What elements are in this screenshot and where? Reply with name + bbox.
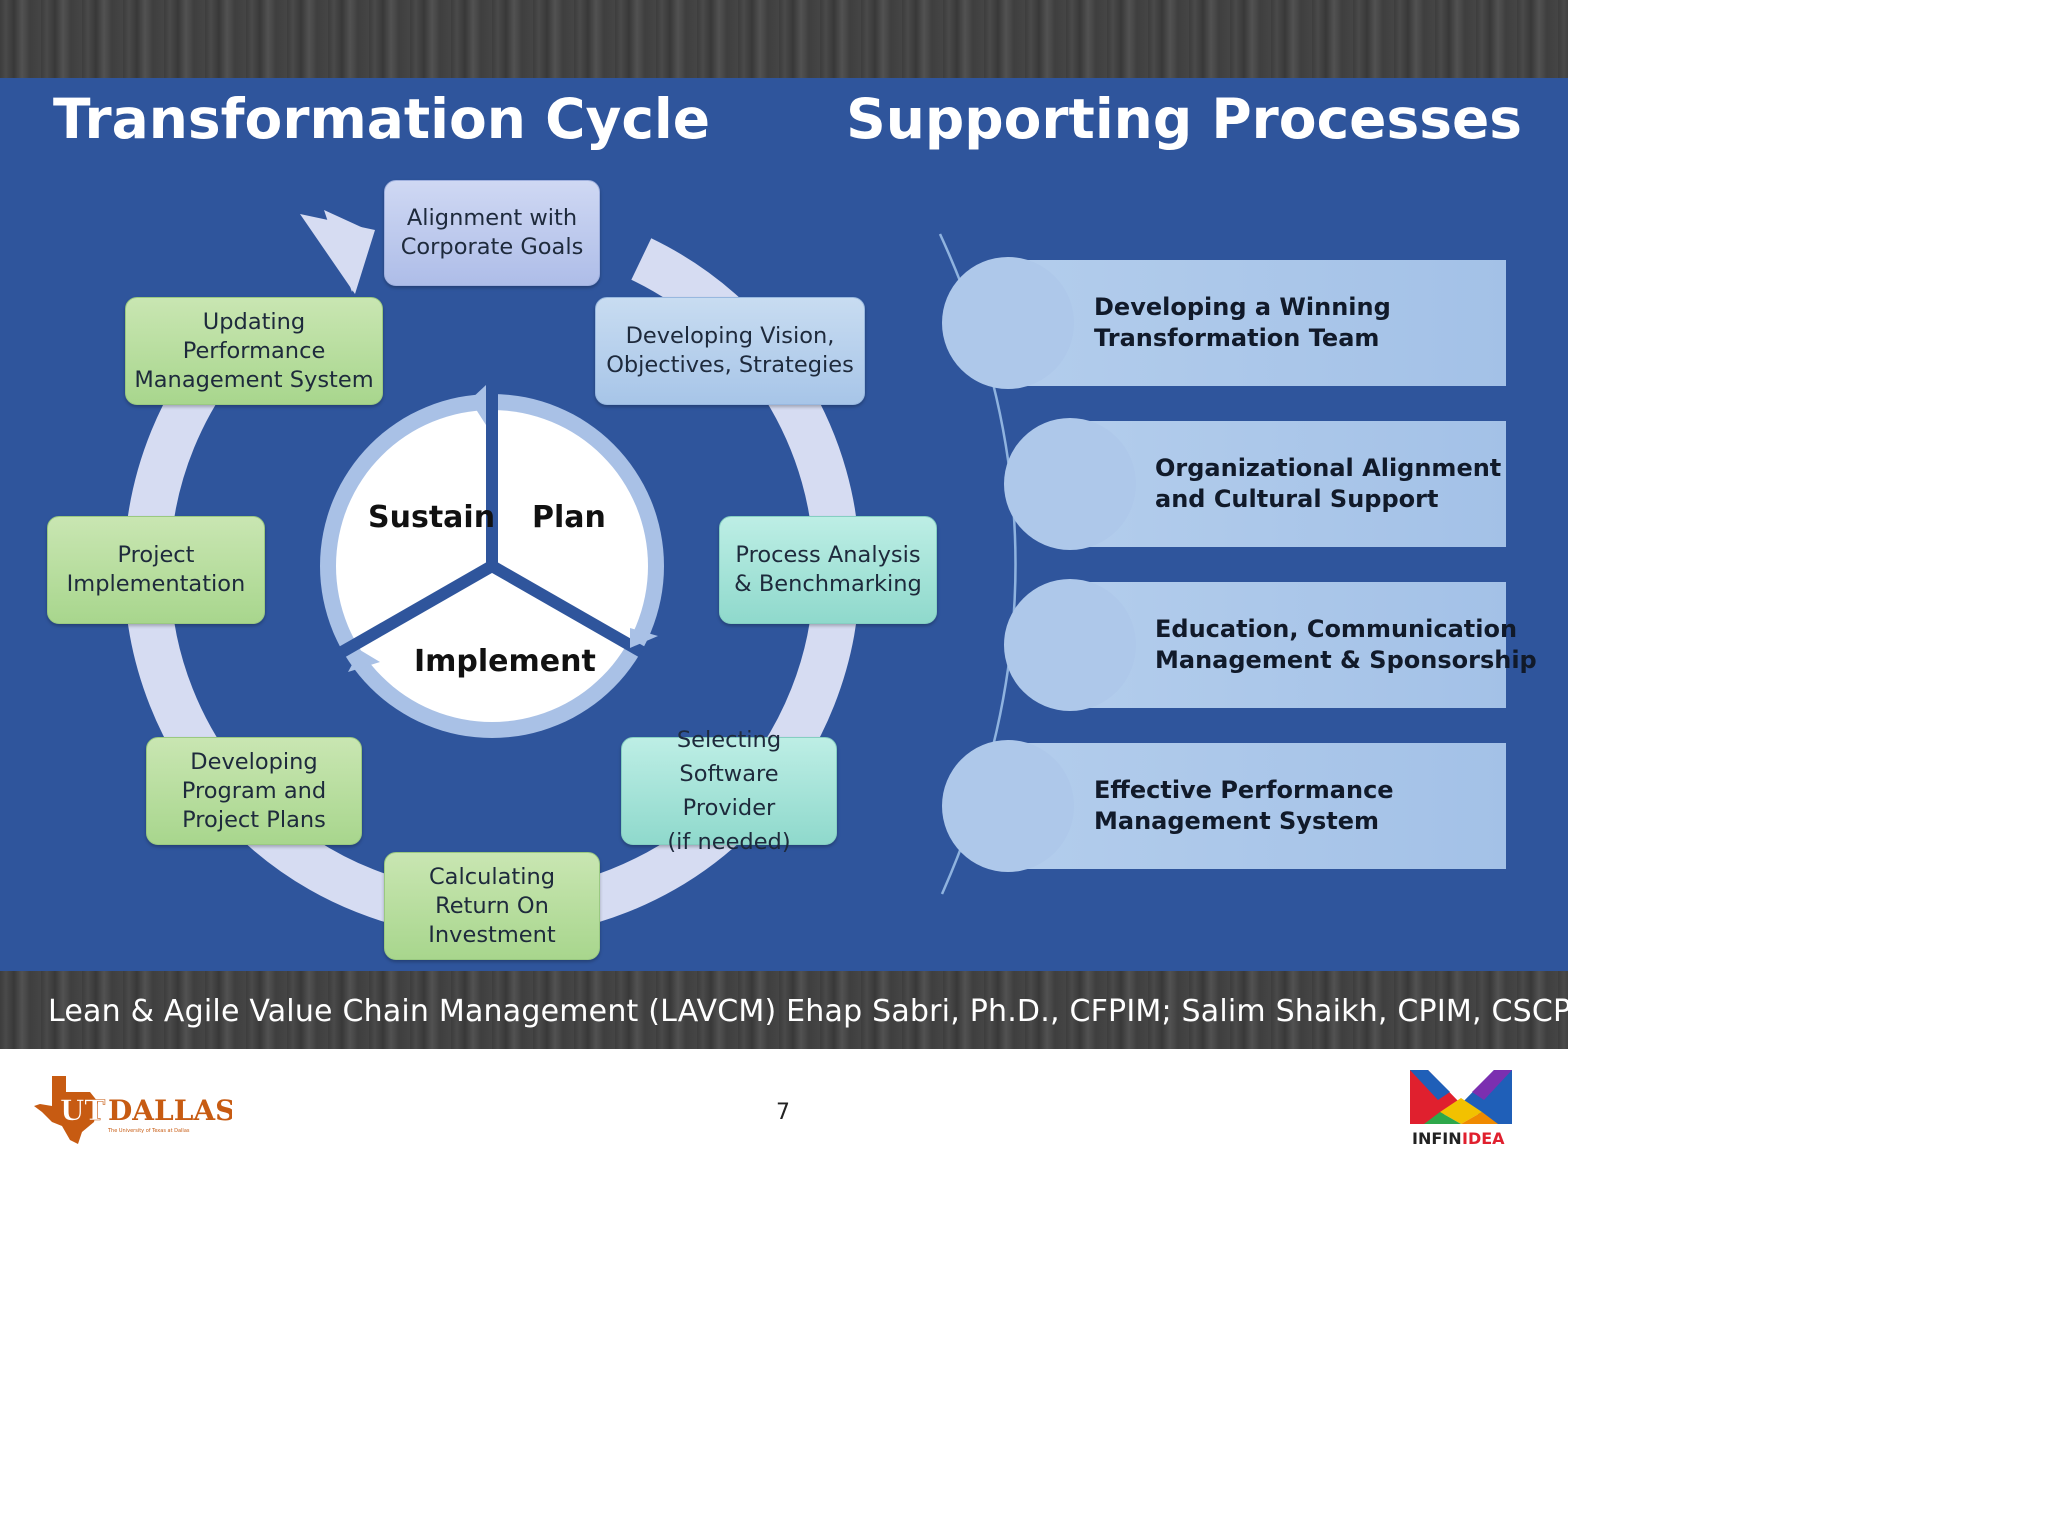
utd-tagline: The University of Texas at Dallas [107,1128,190,1134]
step-project-implementation-box: Project Implementation [47,516,265,624]
segment-plan: Plan [532,500,606,535]
step-program-plans-box: Developing Program and Project Plans [146,737,362,845]
right-title: Supporting Processes [846,87,1522,151]
process-performance-management: Effective Performance Management System [1094,776,1394,835]
process-alignment-culture: Organizational Alignment and Cultural Su… [1155,454,1502,513]
ut-dallas-logo: UT DALLAS The University of Texas at Dal… [34,1076,232,1144]
step-roi-box: Calculating Return On Investment [384,852,600,960]
footer-credits: Lean & Agile Value Chain Management (LAV… [48,994,1568,1029]
infinidea-text-2: IDEA [1462,1129,1505,1148]
process-winning-team: Developing a Winning Transformation Team [1094,293,1391,352]
top-wood-band [0,0,1568,78]
segment-implement: Implement [414,644,596,679]
step-process-analysis-box: Process Analysis & Benchmarking [719,516,937,624]
left-title: Transformation Cycle [53,87,711,151]
infinidea-text-1: INFIN [1412,1129,1462,1148]
page-number: 7 [776,1100,790,1125]
utd-wordmark: DALLAS [108,1094,232,1127]
footer-wood-band [0,971,1568,1049]
step-selecting-box: Selecting Software Provider (if needed) [621,727,837,855]
slide: Transformation Cycle Supporting Processe… [0,0,1568,1148]
process-education-communication: Education, Communication Management & Sp… [1155,615,1537,674]
process-bars [942,257,1506,872]
step-alignment-box: Alignment with Corporate Goals [384,180,600,286]
segment-sustain: Sustain [368,500,496,535]
infinidea-logo: INFIN IDEA [1410,1070,1512,1148]
step-updating-pms-box: Updating Performance Management System [125,297,383,405]
svg-text:UT: UT [60,1094,105,1127]
step-vision-box: Developing Vision, Objectives, Strategie… [595,297,865,405]
center-cycle [320,385,664,738]
